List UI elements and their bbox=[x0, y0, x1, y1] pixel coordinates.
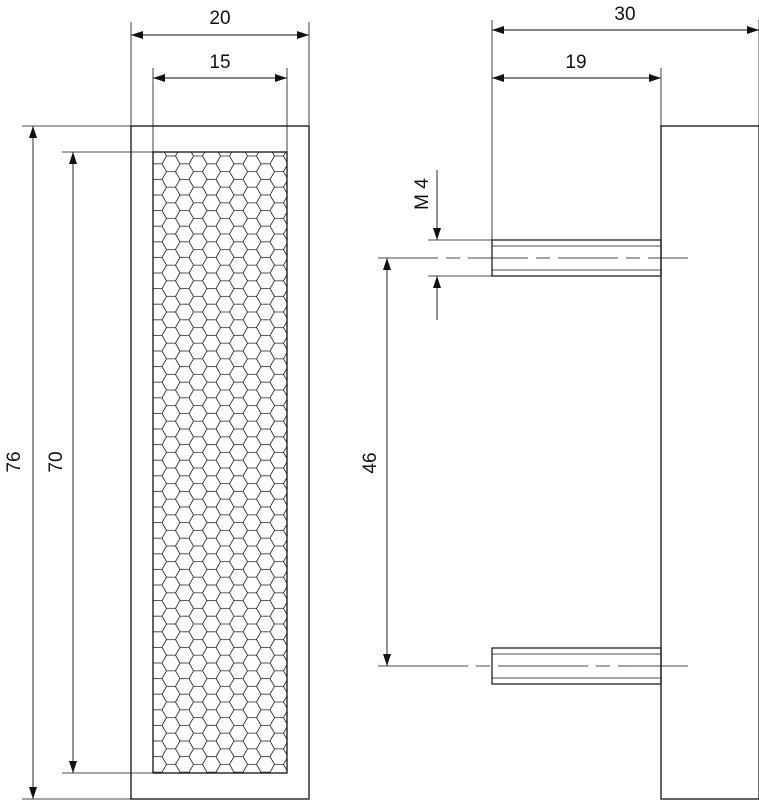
thread-spec-label: M 4 bbox=[412, 178, 433, 210]
dim-stud-length-label: 19 bbox=[565, 52, 586, 73]
dim-hole-spacing-label: 46 bbox=[360, 452, 381, 473]
handle-body-side bbox=[660, 125, 759, 800]
front-view: 20 15 76 70 bbox=[4, 8, 310, 800]
handle-body-front bbox=[130, 125, 310, 800]
dim-total-width-label: 20 bbox=[209, 8, 230, 29]
side-view: 30 19 M 4 46 bbox=[360, 4, 759, 800]
dim-insert-width-label: 15 bbox=[209, 52, 230, 73]
dim-insert-height-label: 70 bbox=[46, 451, 67, 472]
dim-total-height-label: 76 bbox=[4, 451, 25, 472]
honeycomb-insert bbox=[152, 151, 288, 774]
dim-total-depth-label: 30 bbox=[614, 4, 635, 25]
